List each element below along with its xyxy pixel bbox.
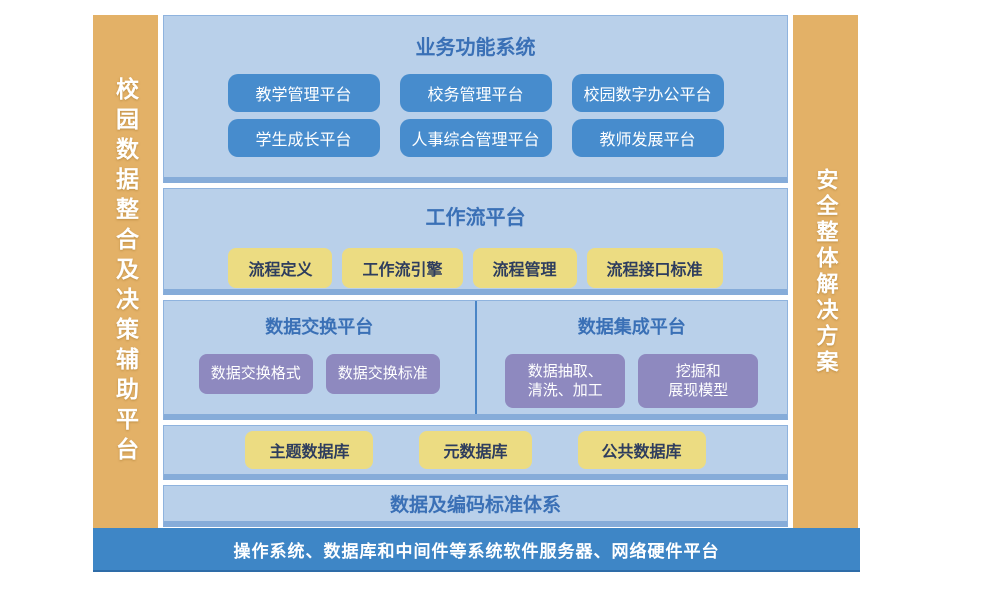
node-exchange-format: 数据交换格式	[198, 354, 313, 394]
node-workflow-engine: 工作流引擎	[342, 248, 463, 288]
node-mining-presentation-model: 挖掘和 展现模型	[638, 354, 759, 408]
node-meta-database: 元数据库	[419, 431, 532, 469]
node-school-affairs-platform: 校务管理平台	[399, 74, 552, 112]
node-subject-database: 主题数据库	[245, 431, 374, 469]
left-pillar-label: 校园数据整合及决策辅助平台	[112, 76, 139, 467]
section-databases: 主题数据库 元数据库 公共数据库	[163, 425, 788, 480]
business-row-1: 教学管理平台 校务管理平台 校园数字办公平台	[164, 74, 787, 112]
right-pillar: 安全整体解决方案	[793, 15, 858, 528]
section-coding-standards: 数据及编码标准体系	[163, 485, 788, 527]
node-exchange-standard: 数据交换标准	[325, 354, 440, 394]
section-workflow-platform: 工作流平台 流程定义 工作流引擎 流程管理 流程接口标准	[163, 188, 788, 295]
workflow-row: 流程定义 工作流引擎 流程管理 流程接口标准	[164, 248, 787, 288]
business-row-2: 学生成长平台 人事综合管理平台 教师发展平台	[164, 119, 787, 157]
vertical-divider	[474, 301, 477, 414]
section-business-systems: 业务功能系统 教学管理平台 校务管理平台 校园数字办公平台 学生成长平台 人事综…	[163, 15, 788, 183]
node-process-mgmt: 流程管理	[472, 248, 577, 288]
node-process-interface-standard: 流程接口标准	[586, 248, 723, 288]
section-title: 数据集成平台	[577, 317, 686, 337]
node-hr-mgmt-platform: 人事综合管理平台	[399, 119, 552, 157]
node-student-growth-platform: 学生成长平台	[227, 119, 380, 157]
infrastructure-bar: 操作系统、数据库和中间件等系统软件服务器、网络硬件平台	[93, 528, 860, 572]
node-teacher-development-platform: 教师发展平台	[571, 119, 724, 157]
data-exchange-half: 数据交换平台 数据交换格式 数据交换标准	[164, 301, 475, 414]
section-title: 工作流平台	[425, 207, 526, 229]
node-process-definition: 流程定义	[228, 248, 333, 288]
exchange-row: 数据交换格式 数据交换标准	[198, 354, 440, 394]
data-integration-half: 数据集成平台 数据抽取、 清洗、加工 挖掘和 展现模型	[477, 301, 788, 414]
section-title: 数据及编码标准体系	[389, 495, 561, 516]
node-teaching-mgmt-platform: 教学管理平台	[227, 74, 380, 112]
right-pillar-label: 安全整体解决方案	[813, 167, 839, 376]
main-stack: 业务功能系统 教学管理平台 校务管理平台 校园数字办公平台 学生成长平台 人事综…	[163, 15, 788, 528]
section-title: 业务功能系统	[415, 37, 536, 59]
section-data-platforms: 数据交换平台 数据交换格式 数据交换标准 数据集成平台 数据抽取、 清洗、加工 …	[163, 300, 788, 420]
node-digital-office-platform: 校园数字办公平台	[571, 74, 724, 112]
node-data-extract-clean-process: 数据抽取、 清洗、加工	[505, 354, 626, 408]
left-pillar: 校园数据整合及决策辅助平台	[93, 15, 158, 528]
section-title: 数据交换平台	[265, 317, 374, 337]
node-public-database: 公共数据库	[577, 431, 706, 469]
integration-row: 数据抽取、 清洗、加工 挖掘和 展现模型	[505, 354, 759, 408]
